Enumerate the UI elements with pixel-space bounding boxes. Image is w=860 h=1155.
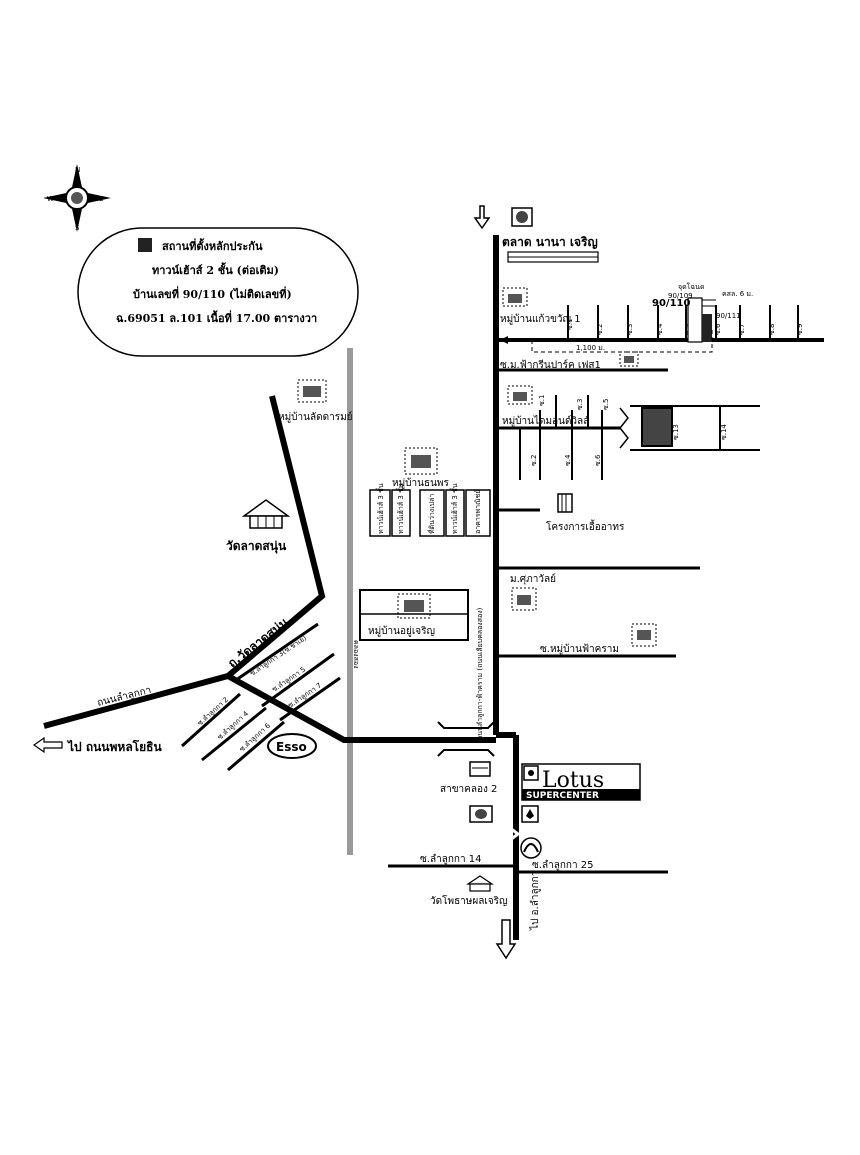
soi-top-8: ซ.8 (768, 324, 776, 335)
wat-lat-sanun-label: วัดลาดสนุ่น (226, 539, 287, 554)
mu-suphawan-label: ม.ศุภาวัลย์ (510, 573, 556, 585)
road-wat-lat-sanun (226, 395, 326, 679)
strip-label-5: อาคารพาณิชย์ (474, 490, 482, 534)
village-kaew-label: หมู่บ้านแก้วขวัญ 1 (500, 313, 581, 325)
temple-lat-sanun-icon (241, 499, 291, 529)
compass-east: E (99, 195, 103, 203)
soi-13-label: ซ.13 (672, 424, 680, 440)
village-yu-charoen-label: หมู่บ้านอยู่เจริญ (368, 625, 435, 637)
esso-icon: Esso (267, 733, 317, 759)
building-uea-icon (557, 493, 573, 513)
to-phahon-label: ไป ถนนพหลโยธิน (66, 739, 162, 754)
strip-label-2: ทาวน์เฮ้าส์ 3 ชั้น (394, 483, 405, 534)
gas-station-icon (521, 805, 539, 823)
lotus-label: Lotus (542, 768, 604, 793)
village-thanaphon-label: หมู่บ้านธนพร (392, 477, 450, 489)
bridge-icon (437, 721, 495, 757)
house-c-label: 90/111 (716, 312, 741, 320)
soi-top-lines (567, 305, 799, 340)
soi-mid-3: ซ.3 (576, 399, 584, 410)
strip-label-1: ทาวน์เฮ้าส์ 3 ชั้น (374, 483, 385, 534)
distance-label: 1,100 ม. (576, 344, 605, 352)
compass-north: N (75, 166, 80, 174)
branch-klong2-label: สาขาคลอง 2 (440, 784, 497, 795)
village-fa-green-icon (619, 351, 639, 367)
market-building-icon (507, 251, 599, 263)
project-uea-label: โครงการเอื้ออาทร (546, 519, 625, 533)
soi-top-4: ซ.4 (656, 323, 664, 335)
soi-fa-green-label: ซ.ม.ฟ้ากรีนปาร์ค เฟส1 (500, 359, 601, 371)
rd-wat-lat-sanun-label: ถ.วัดลาดสนุ่น (225, 615, 292, 672)
to-lamlukka-label: ไป อ.ลำลูกกา (529, 871, 541, 931)
info-line-1: สถานที่ตั้งหลักประกัน (162, 238, 263, 253)
soi-lamlukka-lines (180, 622, 341, 772)
soi-l2-label: ซ.ลำลูกกา 2 (196, 696, 230, 728)
market-label: ตลาด นานา เจริญ (502, 235, 598, 249)
soi-mid-2: ซ.2 (530, 455, 538, 466)
soi-25-road-label: ซ.ลำลูกกา 25 (532, 860, 593, 871)
temple-phot-icon (466, 875, 494, 892)
soi-fa-kram-label: ซ.หมู่บ้านฟ้าคราม (540, 643, 619, 655)
collateral-marker-icon (138, 238, 152, 252)
village-lat-lo-icon (297, 379, 327, 403)
village-yu-charoen-block (359, 589, 469, 641)
bank-logo-icon (520, 837, 542, 859)
main-road-label: ถนนลำลูกกา-ฟ้าคราม (ถนนเลียบคลองสอง) (476, 607, 484, 740)
info-box: สถานที่ตั้งหลักประกัน ทาวน์เฮ้าส์ 2 ชั้น… (77, 227, 359, 357)
strip-label-3: ที่ดินว่างเปล่า (427, 494, 436, 534)
compass-south: S (75, 224, 80, 232)
info-line-3: บ้านเลขที่ 90/110 (ไม่ติดเลขที่) (133, 286, 292, 301)
townhouse-strip (369, 489, 491, 537)
soi-mid-5: ซ.5 (602, 399, 610, 410)
soi-top-9: ซ.9 (796, 324, 804, 335)
village-diamond-icon (507, 385, 533, 405)
arrow-south-icon (495, 919, 517, 960)
market-south-icon (469, 805, 493, 823)
wat-phot-label: วัดโพธาษผลเจริญ (430, 894, 508, 907)
arrow-west-icon (32, 736, 63, 754)
village-kaew-icon (502, 287, 528, 307)
info-line-4: ฉ.69051 ล.101 เนื้อที่ 17.00 ตารางวา (116, 310, 317, 325)
house-a-label: 90/109 (668, 292, 693, 300)
village-lat-lo-label: หมู่บ้านลัดดารมย์ (278, 411, 353, 423)
canal-crossing-icon (619, 407, 629, 449)
soi-mid-lines (519, 395, 603, 480)
road-width-label: คสล. 6 ม. (722, 290, 753, 298)
info-line-2: ทาวน์เฮ้าส์ 2 ชั้น (ต่อเติม) (152, 262, 279, 277)
lotus-logo-icon: Lotus SUPERCENTER (521, 763, 641, 801)
soi-top-7: ซ.7 (738, 324, 746, 335)
soi-top-6: ซ.6 (714, 323, 722, 335)
lotus-sub-label: SUPERCENTER (526, 791, 599, 801)
strip-label-4: ทาวน์เฮ้าส์ 3 ชั้น (448, 483, 459, 534)
bank-branch-icon (469, 761, 491, 777)
esso-label: Esso (276, 740, 307, 754)
soi-14-road-label: ซ.ลำลูกกา 14 (420, 854, 481, 865)
compass-west: W (47, 195, 54, 203)
soi-mid-6: ซ.6 (594, 454, 602, 466)
road-break-icon (509, 826, 521, 842)
soi-mid-1: ซ.1 (538, 395, 546, 406)
canal-label: คลองสอง (352, 640, 360, 669)
road-lamlukka (43, 672, 496, 743)
diamond-building (641, 407, 673, 447)
compass-icon: N S E W (43, 164, 111, 232)
soi-top-3: ซ.3 (626, 324, 634, 335)
village-fa-kram-icon (631, 623, 657, 647)
village-diamond-label: หมู่บ้านไดมอนด์วิลล์ (502, 415, 589, 427)
village-suphawan-icon (511, 587, 537, 611)
market-icon (511, 207, 533, 227)
soi-14-label: ซ.14 (720, 424, 728, 440)
survey-point-label: จุดโฉนด (678, 282, 705, 291)
arrow-north-icon (473, 205, 491, 230)
soi-l5-label: ซ.ลำลูกกา 5 (271, 665, 307, 693)
house-b-label: 90/110 (652, 298, 690, 309)
soi-mid-4: ซ.4 (564, 454, 572, 466)
collateral-property (687, 297, 716, 343)
village-thanaphon-icon (404, 447, 438, 475)
soi-top-1: ซ.1 (566, 319, 574, 330)
soi-top-2: ซ.2 (596, 324, 604, 335)
